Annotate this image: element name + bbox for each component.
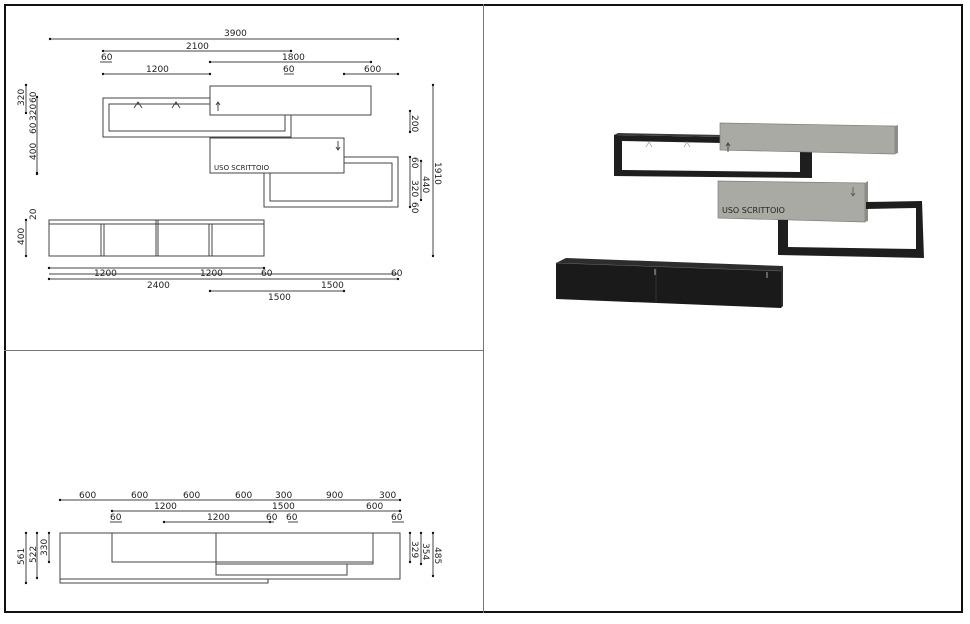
svg-text:60: 60 <box>409 157 419 169</box>
front-elevation-labels: 3900 2100 60 1800 1200 60 600 320 60 320… <box>17 29 442 303</box>
svg-text:60: 60 <box>266 513 278 523</box>
svg-text:60: 60 <box>29 122 39 134</box>
svg-text:600: 600 <box>364 65 381 75</box>
svg-text:1500: 1500 <box>268 293 291 303</box>
svg-text:1500: 1500 <box>321 281 344 291</box>
svg-text:1200: 1200 <box>94 269 117 279</box>
svg-text:400: 400 <box>29 143 39 160</box>
svg-text:1910: 1910 <box>432 162 442 185</box>
panel-divider-vertical <box>483 4 484 613</box>
top-plan <box>24 498 435 585</box>
front-elevation <box>24 37 435 293</box>
handle-icons <box>133 101 341 151</box>
svg-text:600: 600 <box>366 502 383 512</box>
top-plan-labels: 600 600 600 600 300 900 300 1200 1500 60… <box>17 491 442 565</box>
svg-text:3900: 3900 <box>224 29 247 39</box>
svg-text:330: 330 <box>40 539 50 556</box>
svg-text:600: 600 <box>235 491 252 501</box>
desk-use-label: USO SCRITTOIO <box>214 164 270 172</box>
svg-text:60: 60 <box>286 513 298 523</box>
svg-text:600: 600 <box>131 491 148 501</box>
render-3d: USO SCRITTOIO <box>555 122 924 308</box>
svg-text:320: 320 <box>409 180 419 197</box>
svg-text:522: 522 <box>29 546 39 563</box>
svg-text:1200: 1200 <box>207 513 230 523</box>
svg-text:320: 320 <box>29 104 39 121</box>
svg-text:200: 200 <box>409 115 419 132</box>
svg-text:60: 60 <box>101 53 113 63</box>
render-desk-label: USO SCRITTOIO <box>722 206 785 215</box>
svg-text:2100: 2100 <box>186 42 209 52</box>
svg-text:1200: 1200 <box>200 269 223 279</box>
svg-text:1200: 1200 <box>154 502 177 512</box>
svg-text:1200: 1200 <box>146 65 169 75</box>
svg-text:900: 900 <box>326 491 343 501</box>
svg-text:400: 400 <box>17 228 27 245</box>
svg-text:2400: 2400 <box>147 281 170 291</box>
svg-text:1800: 1800 <box>282 53 305 63</box>
svg-text:60: 60 <box>409 202 419 214</box>
svg-text:60: 60 <box>283 65 295 75</box>
svg-text:60: 60 <box>391 513 403 523</box>
svg-text:440: 440 <box>420 176 430 193</box>
svg-text:329: 329 <box>409 541 419 558</box>
svg-text:60: 60 <box>391 269 403 279</box>
svg-text:300: 300 <box>275 491 292 501</box>
svg-text:300: 300 <box>379 491 396 501</box>
panel-divider-horizontal <box>4 350 484 351</box>
svg-text:60: 60 <box>110 513 122 523</box>
svg-text:60: 60 <box>261 269 273 279</box>
svg-text:600: 600 <box>183 491 200 501</box>
svg-text:1500: 1500 <box>272 502 295 512</box>
svg-text:354: 354 <box>420 543 430 560</box>
svg-text:320: 320 <box>17 89 27 106</box>
svg-text:485: 485 <box>432 547 442 564</box>
svg-text:20: 20 <box>29 208 39 220</box>
svg-text:561: 561 <box>17 548 27 565</box>
svg-text:60: 60 <box>29 91 39 103</box>
svg-text:600: 600 <box>79 491 96 501</box>
